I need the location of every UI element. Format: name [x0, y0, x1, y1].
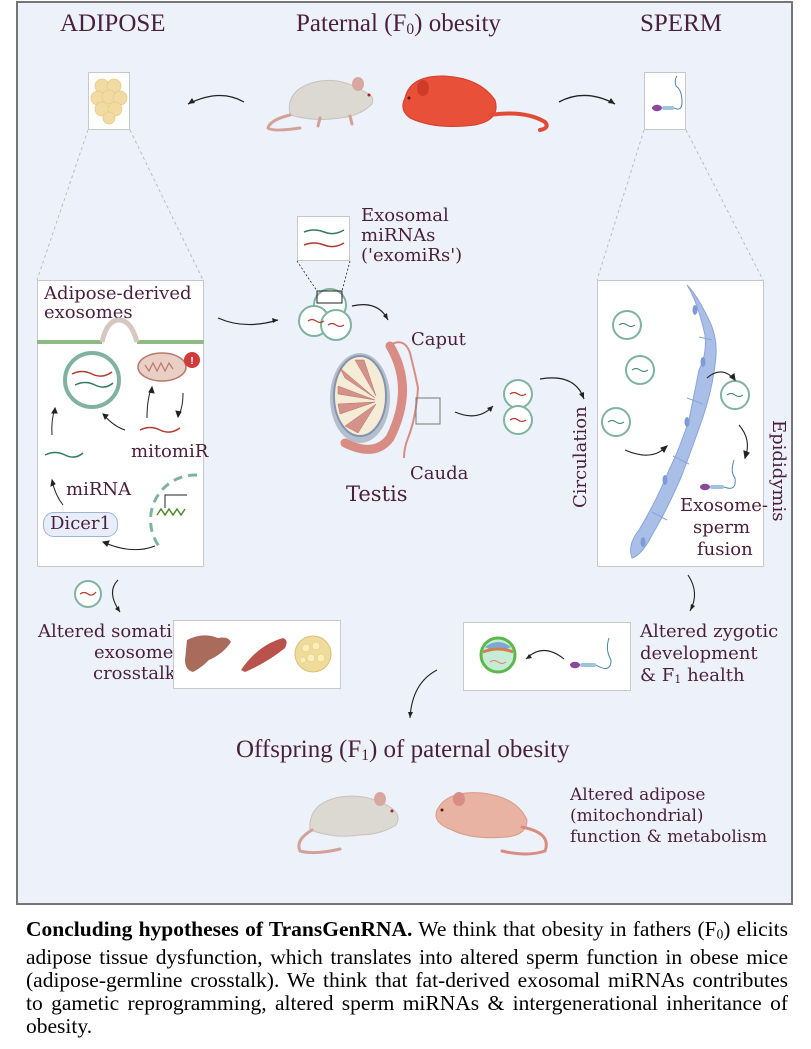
- offspring-note-line1: Altered adipose: [570, 785, 706, 805]
- mirna-label: miRNA: [66, 479, 132, 500]
- header-paternal-obesity: Paternal (F0) obesity: [296, 10, 501, 39]
- arrow-to-epididymis: [539, 377, 585, 400]
- zygotic-label-line3: & F1 health: [640, 665, 745, 687]
- somatic-label-line3: crosstalk: [93, 663, 176, 684]
- exomir-inset: [297, 216, 350, 261]
- zygotic-label-line1: Altered zygotic: [640, 621, 779, 642]
- epididymal-epithelium-illustration: [601, 284, 750, 559]
- exomirs-label-line1: Exosomal: [361, 205, 449, 226]
- caption-title: Concluding hypotheses of TransGenRNA.: [26, 917, 413, 941]
- cauda-label: Cauda: [410, 463, 469, 484]
- svg-text:!: !: [190, 356, 193, 367]
- header-adipose: ADIPOSE: [60, 10, 166, 37]
- mitomir-label: mitomiR: [131, 441, 209, 462]
- adipocytes-icon: [90, 78, 128, 125]
- zygotic-label-line2: development: [640, 643, 758, 664]
- zoom-guides: [36, 129, 764, 281]
- circulating-exosomes-icon: [503, 379, 533, 435]
- sperm-thumbnail: [644, 72, 686, 130]
- exomirs-label-line2: miRNAs: [361, 225, 436, 246]
- arrow-to-offspring: [408, 669, 438, 719]
- epididymis-label: Epididymis: [768, 420, 789, 522]
- offspring-note-line2: (mitochondrial): [570, 806, 704, 826]
- sperm-icon: [652, 75, 683, 112]
- muscle-icon: [241, 638, 287, 672]
- fusion-label-line2: sperm: [693, 517, 751, 538]
- somatic-label-line1: Altered somatic: [38, 621, 183, 642]
- somatic-label-line2: exosome: [94, 642, 174, 663]
- somatic-exosome-icon: [74, 579, 121, 613]
- obese-mouse-icon: [402, 75, 549, 132]
- organs-illustration: [185, 635, 332, 673]
- arrow-to-adipose: [187, 94, 245, 105]
- liver-icon: [185, 635, 231, 672]
- exomirs-label-line3: ('exomiRs'): [361, 245, 463, 266]
- panel-title-line1: Adipose-derived: [44, 283, 192, 304]
- dicer1-badge: Dicer1: [43, 512, 118, 537]
- offspring-title: Offspring (F1) of paternal obesity: [236, 736, 570, 765]
- offspring-note-line3: function & metabolism: [570, 827, 768, 847]
- testis-epididymis-icon: [330, 341, 441, 459]
- figure-caption: Concluding hypotheses of TransGenRNA. We…: [26, 917, 788, 1038]
- arrow-to-exosomes: [217, 317, 279, 326]
- lean-mouse-icon: [266, 77, 374, 132]
- fusion-label-line3: fusion: [697, 539, 753, 560]
- exosome-cluster-icon: [296, 260, 352, 341]
- fusion-label-line1: Exosome-: [680, 495, 769, 516]
- header-sperm: SPERM: [640, 10, 722, 37]
- caput-label: Caput: [411, 329, 466, 350]
- arrow-testis-to-circulation: [454, 405, 494, 417]
- circulation-label: Circulation: [570, 406, 591, 508]
- f1-offspring-mouse-icon: [435, 792, 548, 856]
- exomir-strands-icon: [303, 229, 345, 248]
- adipose-cell-illustration: !: [37, 317, 204, 551]
- f1-lean-mouse-icon: [297, 792, 399, 855]
- arrow-to-zygote: [687, 574, 696, 612]
- testis-label: Testis: [346, 482, 408, 506]
- adipose-tissue-icon: [294, 635, 332, 673]
- arrow-to-sperm: [558, 94, 616, 105]
- zygote-illustration: [479, 636, 612, 674]
- sperm-icon: [570, 661, 580, 669]
- arrow-to-testis: [351, 304, 389, 321]
- panel-title-line2: exosomes: [44, 302, 133, 323]
